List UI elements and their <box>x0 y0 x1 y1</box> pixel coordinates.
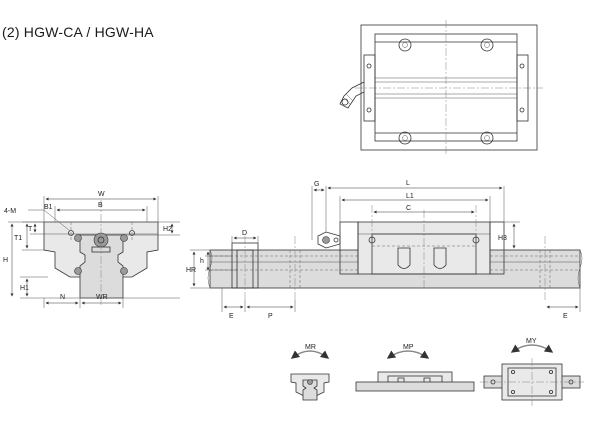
side-view-dimensions <box>190 186 581 312</box>
label-l1: L1 <box>406 193 414 200</box>
label-t1: T1 <box>14 235 22 242</box>
grease-nipple <box>339 81 365 109</box>
top-view <box>339 20 543 155</box>
label-l: L <box>406 180 410 187</box>
label-mp: MP <box>403 344 414 351</box>
label-h2: H2 <box>163 226 172 233</box>
label-h-small: h <box>200 258 204 265</box>
diagram-title: (2) HGW-CA / HGW-HA <box>2 24 154 40</box>
label-d: D <box>242 230 247 237</box>
label-h3: H3 <box>498 235 507 242</box>
label-g: G <box>314 181 319 188</box>
label-c: C <box>406 205 411 212</box>
side-view <box>207 205 583 300</box>
label-h1: H1 <box>20 285 29 292</box>
label-p: P <box>268 313 273 320</box>
label-w: W <box>98 191 105 198</box>
label-e-left: E <box>229 313 234 320</box>
front-view-dimensions <box>8 196 180 308</box>
moment-mr-diagram <box>290 350 330 401</box>
label-h: H <box>3 257 8 264</box>
top-view-holes <box>398 38 494 145</box>
label-4-m: 4-M <box>4 208 16 215</box>
dimension-labels: 4-M W B1 B H2 T1 T H H1 N WR HR h D E P … <box>3 180 568 351</box>
label-my: MY <box>526 338 537 345</box>
front-view <box>20 200 180 305</box>
label-n: N <box>60 294 65 301</box>
label-b1: B1 <box>44 204 53 211</box>
label-hr: HR <box>186 267 196 274</box>
label-wr: WR <box>96 294 108 301</box>
label-b: B <box>98 202 103 209</box>
moment-mp-diagram <box>355 350 475 392</box>
label-e-right: E <box>563 313 568 320</box>
label-mr: MR <box>305 344 316 351</box>
label-t: T <box>28 226 33 233</box>
moment-my-diagram <box>480 344 584 406</box>
